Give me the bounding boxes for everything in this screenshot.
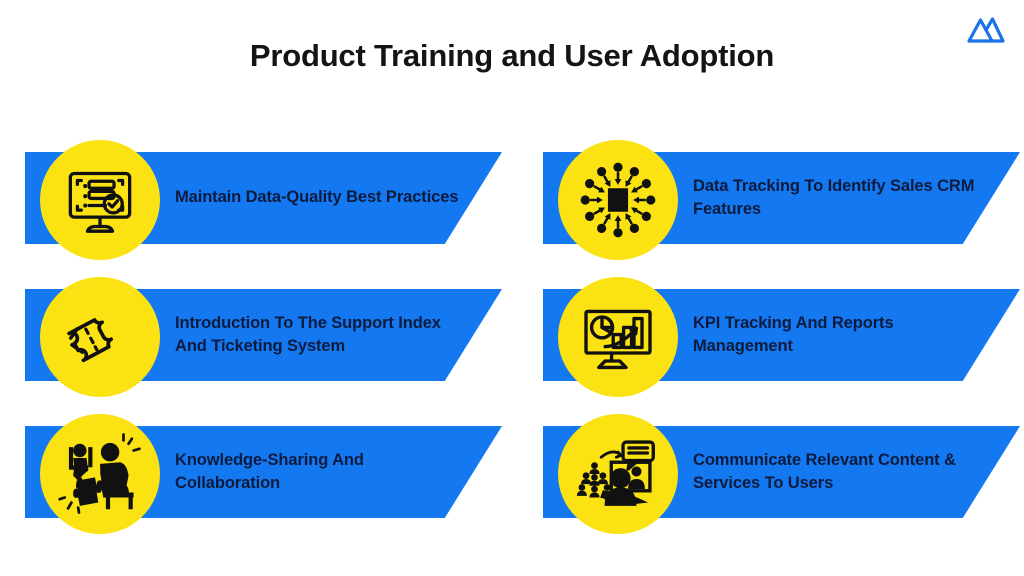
item-label: Knowledge-Sharing And Collaboration xyxy=(175,450,364,492)
item-data-tracking-to-identify-sales-crm-features[interactable]: Data Tracking To Identify Sales CRM Feat… xyxy=(543,140,1020,260)
items-row: Knowledge-Sharing And Collaboration xyxy=(0,414,1024,551)
tickets-icon xyxy=(60,297,140,377)
item-icon-badge xyxy=(40,414,160,534)
person-screen-chat-icon xyxy=(576,432,660,516)
monitor-charts-icon xyxy=(578,297,658,377)
item-icon-badge xyxy=(40,140,160,260)
item-knowledge-sharing-and-collaboration[interactable]: Knowledge-Sharing And Collaboration xyxy=(25,414,502,534)
items-grid: Maintain Data-Quality Best Practices xyxy=(0,140,1024,551)
item-label: Communicate Relevant Content & Services … xyxy=(693,450,956,492)
item-maintain-data-quality-best-practices[interactable]: Maintain Data-Quality Best Practices xyxy=(25,140,502,260)
items-row: Introduction To The Support Index And Ti… xyxy=(0,277,1024,414)
item-label: KPI Tracking And Reports Management xyxy=(693,313,894,355)
monitor-data-check-icon xyxy=(61,161,139,239)
item-icon-badge xyxy=(558,277,678,397)
item-icon-badge xyxy=(558,414,678,534)
items-row: Maintain Data-Quality Best Practices xyxy=(0,140,1024,277)
item-kpi-tracking-and-reports-management[interactable]: KPI Tracking And Reports Management xyxy=(543,277,1020,397)
people-puzzle-collaboration-icon xyxy=(58,432,142,516)
brand-mountain-logo xyxy=(966,14,1006,46)
page-title: Product Training and User Adoption xyxy=(249,38,775,73)
data-aggregation-arrows-icon xyxy=(576,158,660,242)
item-label: Introduction To The Support Index And Ti… xyxy=(175,313,441,355)
item-introduction-to-the-support-index-and-ticketing-system[interactable]: Introduction To The Support Index And Ti… xyxy=(25,277,502,397)
item-icon-badge xyxy=(558,140,678,260)
item-label: Maintain Data-Quality Best Practices xyxy=(175,188,459,207)
item-communicate-relevant-content-and-services-to-users[interactable]: Communicate Relevant Content & Services … xyxy=(543,414,1020,534)
item-label: Data Tracking To Identify Sales CRM Feat… xyxy=(693,176,975,218)
item-icon-badge xyxy=(40,277,160,397)
